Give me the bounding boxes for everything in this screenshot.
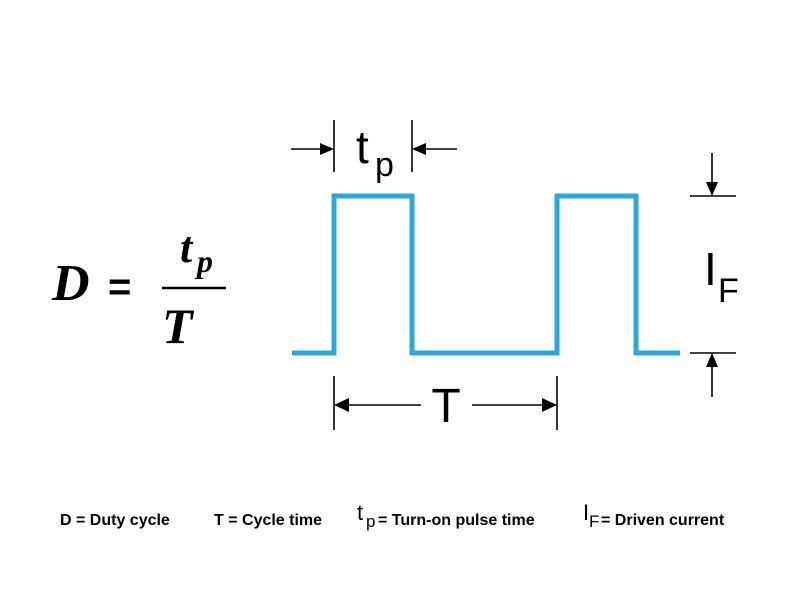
formula-numerator-subscript: p	[194, 243, 213, 279]
pulse-width-annotation: t p	[291, 120, 457, 184]
period-right-arrowhead	[542, 398, 557, 412]
pulse-waveform	[292, 193, 680, 356]
legend: D = Duty cycle T = Cycle time t p = Turn…	[60, 500, 725, 531]
legend-pulse-symbol: t	[357, 500, 363, 525]
formula-lhs: D	[51, 255, 90, 312]
duty-cycle-formula: D = t p T	[51, 223, 226, 354]
current-annotation: I F	[690, 153, 739, 397]
pulse-width-right-arrowhead	[412, 143, 426, 155]
legend-cycle-time: T = Cycle time	[214, 512, 322, 529]
formula-numerator: t	[180, 223, 194, 272]
pulse-width-left-arrowhead	[320, 143, 334, 155]
pulse-width-label-subscript: p	[375, 146, 394, 184]
legend-pulse-symbol-subscript: p	[366, 512, 375, 531]
legend-current-symbol-subscript: F	[589, 512, 599, 531]
period-left-arrowhead	[334, 398, 349, 412]
legend-current-symbol: I	[583, 500, 589, 525]
pulse-width-label: t	[356, 121, 369, 173]
current-label-subscript: F	[718, 272, 739, 310]
legend-driven-current: = Driven current	[601, 512, 725, 529]
legend-pulse-time: = Turn-on pulse time	[378, 512, 535, 529]
current-top-arrowhead	[706, 182, 718, 196]
period-annotation: T	[333, 376, 558, 433]
legend-duty-cycle: D = Duty cycle	[60, 512, 170, 529]
formula-denominator: T	[162, 298, 195, 354]
current-bottom-arrowhead	[706, 353, 718, 367]
current-label: I	[704, 243, 717, 295]
formula-equals: =	[108, 265, 131, 309]
period-label: T	[431, 380, 460, 433]
